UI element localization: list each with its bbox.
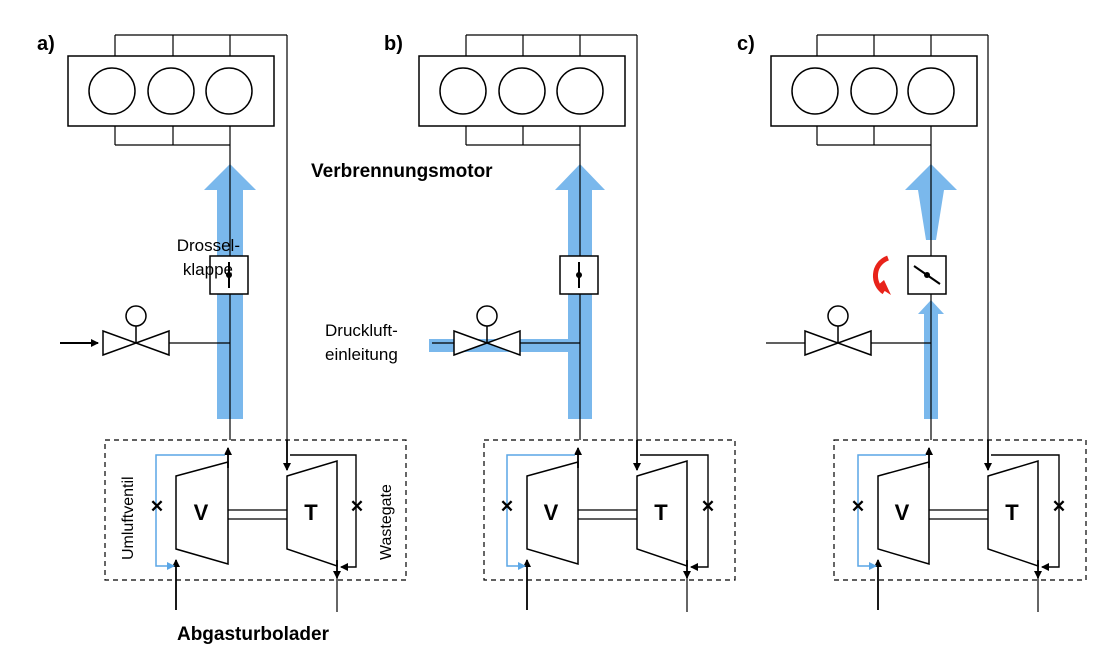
panel-c: c) [737,33,1087,612]
cylinder [498,67,546,115]
throttle-label-line1: Drossel- [177,236,240,255]
rotation-arrow-icon [873,255,890,295]
wastegate-line [640,454,709,571]
turbocharger: V T ✕ ✕ [833,439,1087,612]
cylinder [205,67,253,115]
throttle-valve [559,255,599,295]
rotation-arrow-head [877,280,891,295]
bypass-valve-cross: ✕ [150,497,164,516]
wastegate-label: Wastegate [378,484,395,560]
bypass-valve-cross: ✕ [851,497,865,516]
compressor-label: V [194,500,209,525]
wastegate-cross: ✕ [701,497,715,516]
engine-block [418,34,638,440]
compressor [175,461,229,565]
engine-block [770,34,989,440]
cylinder [791,67,839,115]
panel-b: b) Verbrennungsmotor [311,33,736,612]
turbocharger: V T ✕ ✕ Umluftventil Wastegate [104,439,407,612]
panel-tag: b) [384,33,403,55]
bypass-line [857,454,926,570]
cylinder [850,67,898,115]
panel-tag: c) [737,33,755,55]
compressed-air-label-line1: Druckluft- [325,321,398,340]
air-injection-valve [766,305,931,357]
compressor [526,461,579,566]
wastegate-cross: ✕ [1052,497,1066,516]
wastegate-line [991,454,1060,571]
air-injection-valve [60,305,230,357]
wastegate-line [290,454,357,571]
engine-block [67,34,288,440]
bypass-valve-label: Umluftventil [120,476,137,560]
compressor-label: V [895,500,910,525]
throttle-label-line2: klappe [183,260,233,279]
compressor [877,461,930,566]
bypass-valve-cross: ✕ [500,497,514,516]
compressed-air-label-line2: einleitung [325,345,398,364]
cylinder [147,67,195,115]
cylinder [88,67,136,115]
throttle-valve [209,255,249,295]
compressor-label: V [544,500,559,525]
air-injection-valve [432,305,580,357]
bypass-line [506,454,575,570]
bypass-line [155,454,225,570]
cylinder [556,67,604,115]
turbine-label: T [654,500,668,525]
cylinder [907,67,955,115]
throttle-valve-closing [907,255,947,295]
turbine-label: T [304,500,318,525]
panel-tag: a) [37,33,55,55]
turbocharger-label: Abgasturbolader [177,624,330,645]
turbocharger: V T ✕ ✕ [483,439,736,612]
wastegate-cross: ✕ [350,497,364,516]
engine-label: Verbrennungsmotor [311,161,493,182]
turbine-label: T [1005,500,1019,525]
cylinder [439,67,487,115]
panel-a: a) Drossel- klappe [37,33,407,645]
